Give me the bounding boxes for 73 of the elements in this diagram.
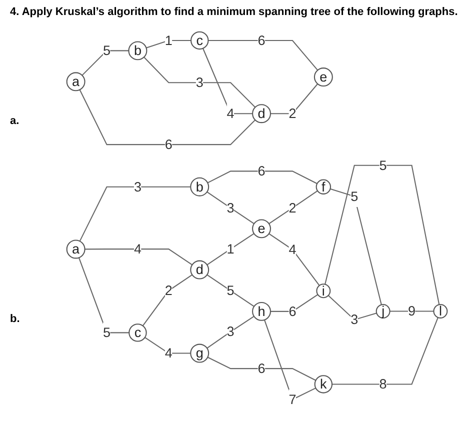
edge-label: 4 bbox=[226, 106, 234, 122]
edge-label: 7 bbox=[288, 391, 296, 408]
connector bbox=[330, 188, 382, 305]
edge-label: 4 bbox=[134, 240, 142, 257]
connector bbox=[208, 40, 318, 71]
connector bbox=[79, 186, 191, 242]
connector bbox=[206, 233, 254, 266]
edge-label: 1 bbox=[164, 32, 172, 48]
connector bbox=[390, 310, 434, 312]
node-circle: b bbox=[190, 177, 210, 196]
edge-label: 3 bbox=[134, 178, 142, 194]
edge-label: 5 bbox=[103, 42, 111, 58]
node-circle: e bbox=[314, 68, 333, 87]
part-label: a. bbox=[10, 115, 20, 127]
edge-label: 6 bbox=[288, 303, 296, 319]
title: 4. Apply Kruskal’s algorithm to find a minimum spanning tree of the following graphs. bbox=[10, 6, 459, 18]
node-circle: e bbox=[252, 219, 271, 238]
edge-label: 5 bbox=[379, 157, 387, 173]
edge-label: 4 bbox=[288, 242, 296, 258]
node-circle: k bbox=[314, 375, 333, 394]
edge-label: 8 bbox=[379, 376, 387, 392]
edge-label: 6 bbox=[258, 163, 266, 179]
node-circle: b bbox=[128, 41, 148, 60]
connector bbox=[144, 337, 191, 354]
connector bbox=[324, 164, 440, 305]
connector bbox=[84, 248, 192, 266]
connector bbox=[79, 89, 256, 146]
node-circle: g bbox=[190, 344, 210, 363]
connector bbox=[270, 294, 318, 312]
edge-label: 2 bbox=[288, 106, 296, 122]
edge-label: 9 bbox=[408, 303, 416, 319]
node-circle: d bbox=[190, 260, 210, 280]
edge-label: 4 bbox=[164, 345, 172, 361]
node-circle: c bbox=[128, 324, 147, 342]
node-circle: f bbox=[316, 179, 332, 194]
connector bbox=[202, 48, 253, 114]
edge-label: 6 bbox=[258, 32, 266, 48]
edge-label: 5 bbox=[350, 188, 358, 204]
node-circle: a bbox=[66, 72, 86, 92]
node-circle: l bbox=[433, 304, 448, 318]
connector bbox=[206, 191, 254, 224]
part-label: b. bbox=[10, 313, 21, 325]
edge-label: 3 bbox=[350, 312, 358, 328]
connector bbox=[207, 170, 318, 184]
connector bbox=[207, 356, 316, 381]
connector bbox=[78, 257, 130, 334]
edge-label: 6 bbox=[258, 360, 266, 376]
node-circle: c bbox=[190, 31, 209, 50]
node-circle: h bbox=[252, 302, 271, 321]
edge-label: 2 bbox=[288, 200, 296, 216]
edge-label: 6 bbox=[164, 136, 172, 152]
edge-label: 3 bbox=[226, 324, 234, 340]
connector bbox=[332, 317, 438, 385]
connector bbox=[144, 56, 256, 108]
connector bbox=[142, 274, 192, 326]
connector bbox=[268, 190, 318, 224]
edge-label: 5 bbox=[226, 282, 234, 298]
node-circle: j bbox=[376, 304, 390, 318]
connector bbox=[268, 233, 320, 286]
edge-label: 5 bbox=[103, 324, 111, 340]
node-circle: a bbox=[66, 240, 86, 259]
edge-label: 3 bbox=[196, 74, 204, 90]
connector bbox=[264, 320, 316, 400]
connector bbox=[206, 316, 254, 349]
connector bbox=[270, 84, 318, 114]
connector bbox=[82, 50, 129, 76]
edge-label: 2 bbox=[164, 282, 172, 298]
node-circle: d bbox=[252, 104, 271, 124]
node-circle: i bbox=[316, 284, 331, 298]
edge-label: 1 bbox=[226, 240, 234, 257]
connector bbox=[146, 40, 192, 48]
connector bbox=[206, 274, 254, 307]
edge-label: 3 bbox=[226, 200, 234, 216]
